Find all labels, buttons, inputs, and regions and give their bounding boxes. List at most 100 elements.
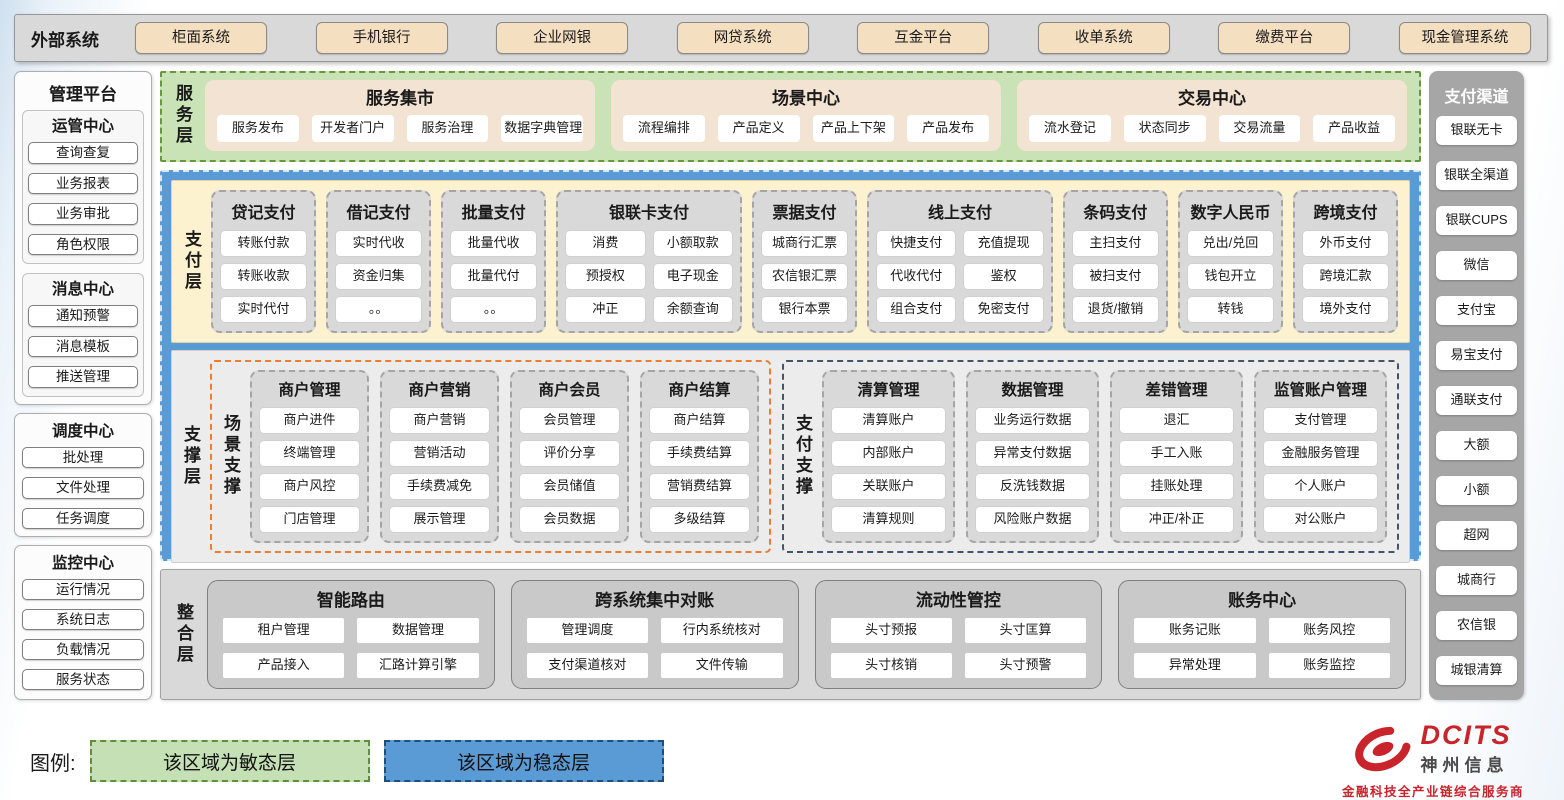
integration-function-button[interactable]: 头寸核销 bbox=[830, 653, 952, 678]
scheduling-function-button[interactable]: 任务调度 bbox=[22, 507, 144, 530]
monitoring-function-button[interactable]: 系统日志 bbox=[22, 609, 144, 631]
payment-function-button[interactable]: 转账收款 bbox=[221, 263, 307, 289]
payment-function-button[interactable]: 境外支付 bbox=[1302, 296, 1389, 322]
support-function-button[interactable]: 挂账处理 bbox=[1120, 473, 1234, 499]
support-function-button[interactable]: 内部账户 bbox=[832, 440, 946, 466]
payment-function-button[interactable]: 预授权 bbox=[566, 263, 645, 289]
monitoring-function-button[interactable]: 服务状态 bbox=[22, 669, 144, 691]
support-function-button[interactable]: 支付管理 bbox=[1264, 407, 1378, 433]
external-system-button[interactable]: 互金平台 bbox=[857, 21, 990, 55]
support-function-button[interactable]: 会员数据 bbox=[520, 506, 620, 532]
service-function-button[interactable]: 数据字典管理 bbox=[501, 115, 583, 142]
payment-function-button[interactable]: 免密支付 bbox=[964, 296, 1043, 322]
external-system-button[interactable]: 缴费平台 bbox=[1218, 21, 1351, 55]
payment-function-button[interactable]: 转账付款 bbox=[221, 230, 307, 256]
support-function-button[interactable]: 退汇 bbox=[1120, 407, 1234, 433]
payment-channel-button[interactable]: 银联全渠道 bbox=[1436, 161, 1517, 190]
integration-function-button[interactable]: 头寸匡算 bbox=[964, 618, 1087, 644]
integration-function-button[interactable]: 头寸预警 bbox=[964, 653, 1087, 678]
external-system-button[interactable]: 企业网银 bbox=[496, 21, 629, 55]
support-function-button[interactable]: 个人账户 bbox=[1264, 473, 1378, 499]
support-function-button[interactable]: 冲正/补正 bbox=[1120, 506, 1234, 532]
integration-function-button[interactable]: 账务监控 bbox=[1268, 653, 1390, 678]
support-function-button[interactable]: 异常支付数据 bbox=[976, 440, 1090, 466]
payment-function-button[interactable]: 转钱 bbox=[1187, 296, 1273, 322]
support-function-button[interactable]: 商户结算 bbox=[650, 407, 750, 433]
payment-channel-button[interactable]: 超网 bbox=[1436, 521, 1517, 550]
support-function-button[interactable]: 会员储值 bbox=[520, 473, 620, 499]
service-function-button[interactable]: 产品上下架 bbox=[812, 115, 895, 142]
support-function-button[interactable]: 商户营销 bbox=[390, 407, 490, 433]
service-function-button[interactable]: 服务治理 bbox=[406, 115, 489, 142]
support-function-button[interactable]: 对公账户 bbox=[1264, 506, 1378, 532]
payment-channel-button[interactable]: 通联支付 bbox=[1436, 386, 1517, 415]
integration-function-button[interactable]: 管理调度 bbox=[526, 618, 649, 644]
payment-function-button[interactable]: 充值提现 bbox=[964, 230, 1043, 256]
payment-channel-button[interactable]: 易宝支付 bbox=[1436, 341, 1517, 370]
payment-function-button[interactable]: 。。 bbox=[451, 296, 537, 322]
service-function-button[interactable]: 服务发布 bbox=[217, 115, 299, 142]
integration-function-button[interactable]: 产品接入 bbox=[223, 653, 345, 678]
payment-function-button[interactable]: 钱包开立 bbox=[1187, 263, 1273, 289]
sidebar-function-button[interactable]: 角色权限 bbox=[28, 233, 138, 256]
support-function-button[interactable]: 营销费结算 bbox=[650, 473, 750, 499]
service-function-button[interactable]: 交易流量 bbox=[1218, 115, 1301, 142]
monitoring-function-button[interactable]: 运行情况 bbox=[22, 579, 144, 601]
payment-channel-button[interactable]: 微信 bbox=[1436, 251, 1517, 280]
payment-function-button[interactable]: 电子现金 bbox=[653, 263, 732, 289]
payment-function-button[interactable]: 银行本票 bbox=[761, 296, 848, 322]
support-function-button[interactable]: 门店管理 bbox=[260, 506, 360, 532]
support-function-button[interactable]: 业务运行数据 bbox=[976, 407, 1090, 433]
payment-function-button[interactable]: 小额取款 bbox=[653, 230, 732, 256]
payment-function-button[interactable]: 跨境汇款 bbox=[1302, 263, 1389, 289]
support-function-button[interactable]: 会员管理 bbox=[520, 407, 620, 433]
service-function-button[interactable]: 流程编排 bbox=[623, 115, 705, 142]
payment-channel-button[interactable]: 支付宝 bbox=[1436, 296, 1517, 325]
service-function-button[interactable]: 产品收益 bbox=[1313, 115, 1395, 142]
payment-function-button[interactable]: 农信银汇票 bbox=[761, 263, 848, 289]
payment-function-button[interactable]: 被扫支付 bbox=[1072, 263, 1158, 289]
support-function-button[interactable]: 商户风控 bbox=[260, 473, 360, 499]
scheduling-function-button[interactable]: 文件处理 bbox=[22, 477, 144, 499]
payment-function-button[interactable]: 实时代付 bbox=[221, 296, 307, 322]
integration-function-button[interactable]: 汇路计算引擎 bbox=[357, 653, 479, 678]
support-function-button[interactable]: 手续费结算 bbox=[650, 440, 750, 466]
support-function-button[interactable]: 关联账户 bbox=[832, 473, 946, 499]
payment-function-button[interactable]: 退货/撤销 bbox=[1072, 296, 1158, 322]
support-function-button[interactable]: 清算账户 bbox=[832, 407, 946, 433]
payment-function-button[interactable]: 实时代收 bbox=[336, 230, 422, 256]
service-function-button[interactable]: 产品定义 bbox=[717, 115, 800, 142]
payment-channel-button[interactable]: 城银清算 bbox=[1436, 656, 1517, 685]
service-function-button[interactable]: 开发者门户 bbox=[311, 115, 394, 142]
service-function-button[interactable]: 产品发布 bbox=[907, 115, 989, 142]
support-function-button[interactable]: 清算规则 bbox=[832, 506, 946, 532]
payment-function-button[interactable]: 外币支付 bbox=[1302, 230, 1389, 256]
integration-function-button[interactable]: 账务风控 bbox=[1268, 618, 1390, 644]
integration-function-button[interactable]: 租户管理 bbox=[223, 618, 345, 644]
integration-function-button[interactable]: 账务记账 bbox=[1134, 618, 1256, 644]
payment-function-button[interactable]: 组合支付 bbox=[877, 296, 956, 322]
payment-function-button[interactable]: 主扫支付 bbox=[1072, 230, 1158, 256]
sidebar-function-button[interactable]: 业务审批 bbox=[28, 203, 138, 225]
payment-channel-button[interactable]: 小额 bbox=[1436, 476, 1517, 505]
support-function-button[interactable]: 风险账户数据 bbox=[976, 506, 1090, 532]
external-system-button[interactable]: 柜面系统 bbox=[135, 21, 267, 55]
support-function-button[interactable]: 手续费减免 bbox=[390, 473, 490, 499]
payment-function-button[interactable]: 资金归集 bbox=[336, 263, 422, 289]
payment-function-button[interactable]: 兑出/兑回 bbox=[1187, 230, 1273, 256]
scheduling-function-button[interactable]: 批处理 bbox=[22, 446, 144, 469]
monitoring-function-button[interactable]: 负载情况 bbox=[22, 639, 144, 661]
sidebar-function-button[interactable]: 推送管理 bbox=[28, 366, 138, 388]
integration-function-button[interactable]: 异常处理 bbox=[1134, 653, 1256, 678]
support-function-button[interactable]: 展示管理 bbox=[390, 506, 490, 532]
payment-function-button[interactable]: 批量代付 bbox=[451, 263, 537, 289]
payment-function-button[interactable]: 快捷支付 bbox=[877, 230, 956, 256]
payment-function-button[interactable]: 代收代付 bbox=[877, 263, 956, 289]
external-system-button[interactable]: 现金管理系统 bbox=[1398, 21, 1531, 55]
support-function-button[interactable]: 评价分享 bbox=[520, 440, 620, 466]
payment-function-button[interactable]: 。。 bbox=[336, 296, 422, 322]
payment-channel-button[interactable]: 银联CUPS bbox=[1436, 206, 1517, 235]
sidebar-function-button[interactable]: 查询查复 bbox=[28, 142, 138, 164]
integration-function-button[interactable]: 行内系统核对 bbox=[661, 618, 783, 644]
support-function-button[interactable]: 营销活动 bbox=[390, 440, 490, 466]
